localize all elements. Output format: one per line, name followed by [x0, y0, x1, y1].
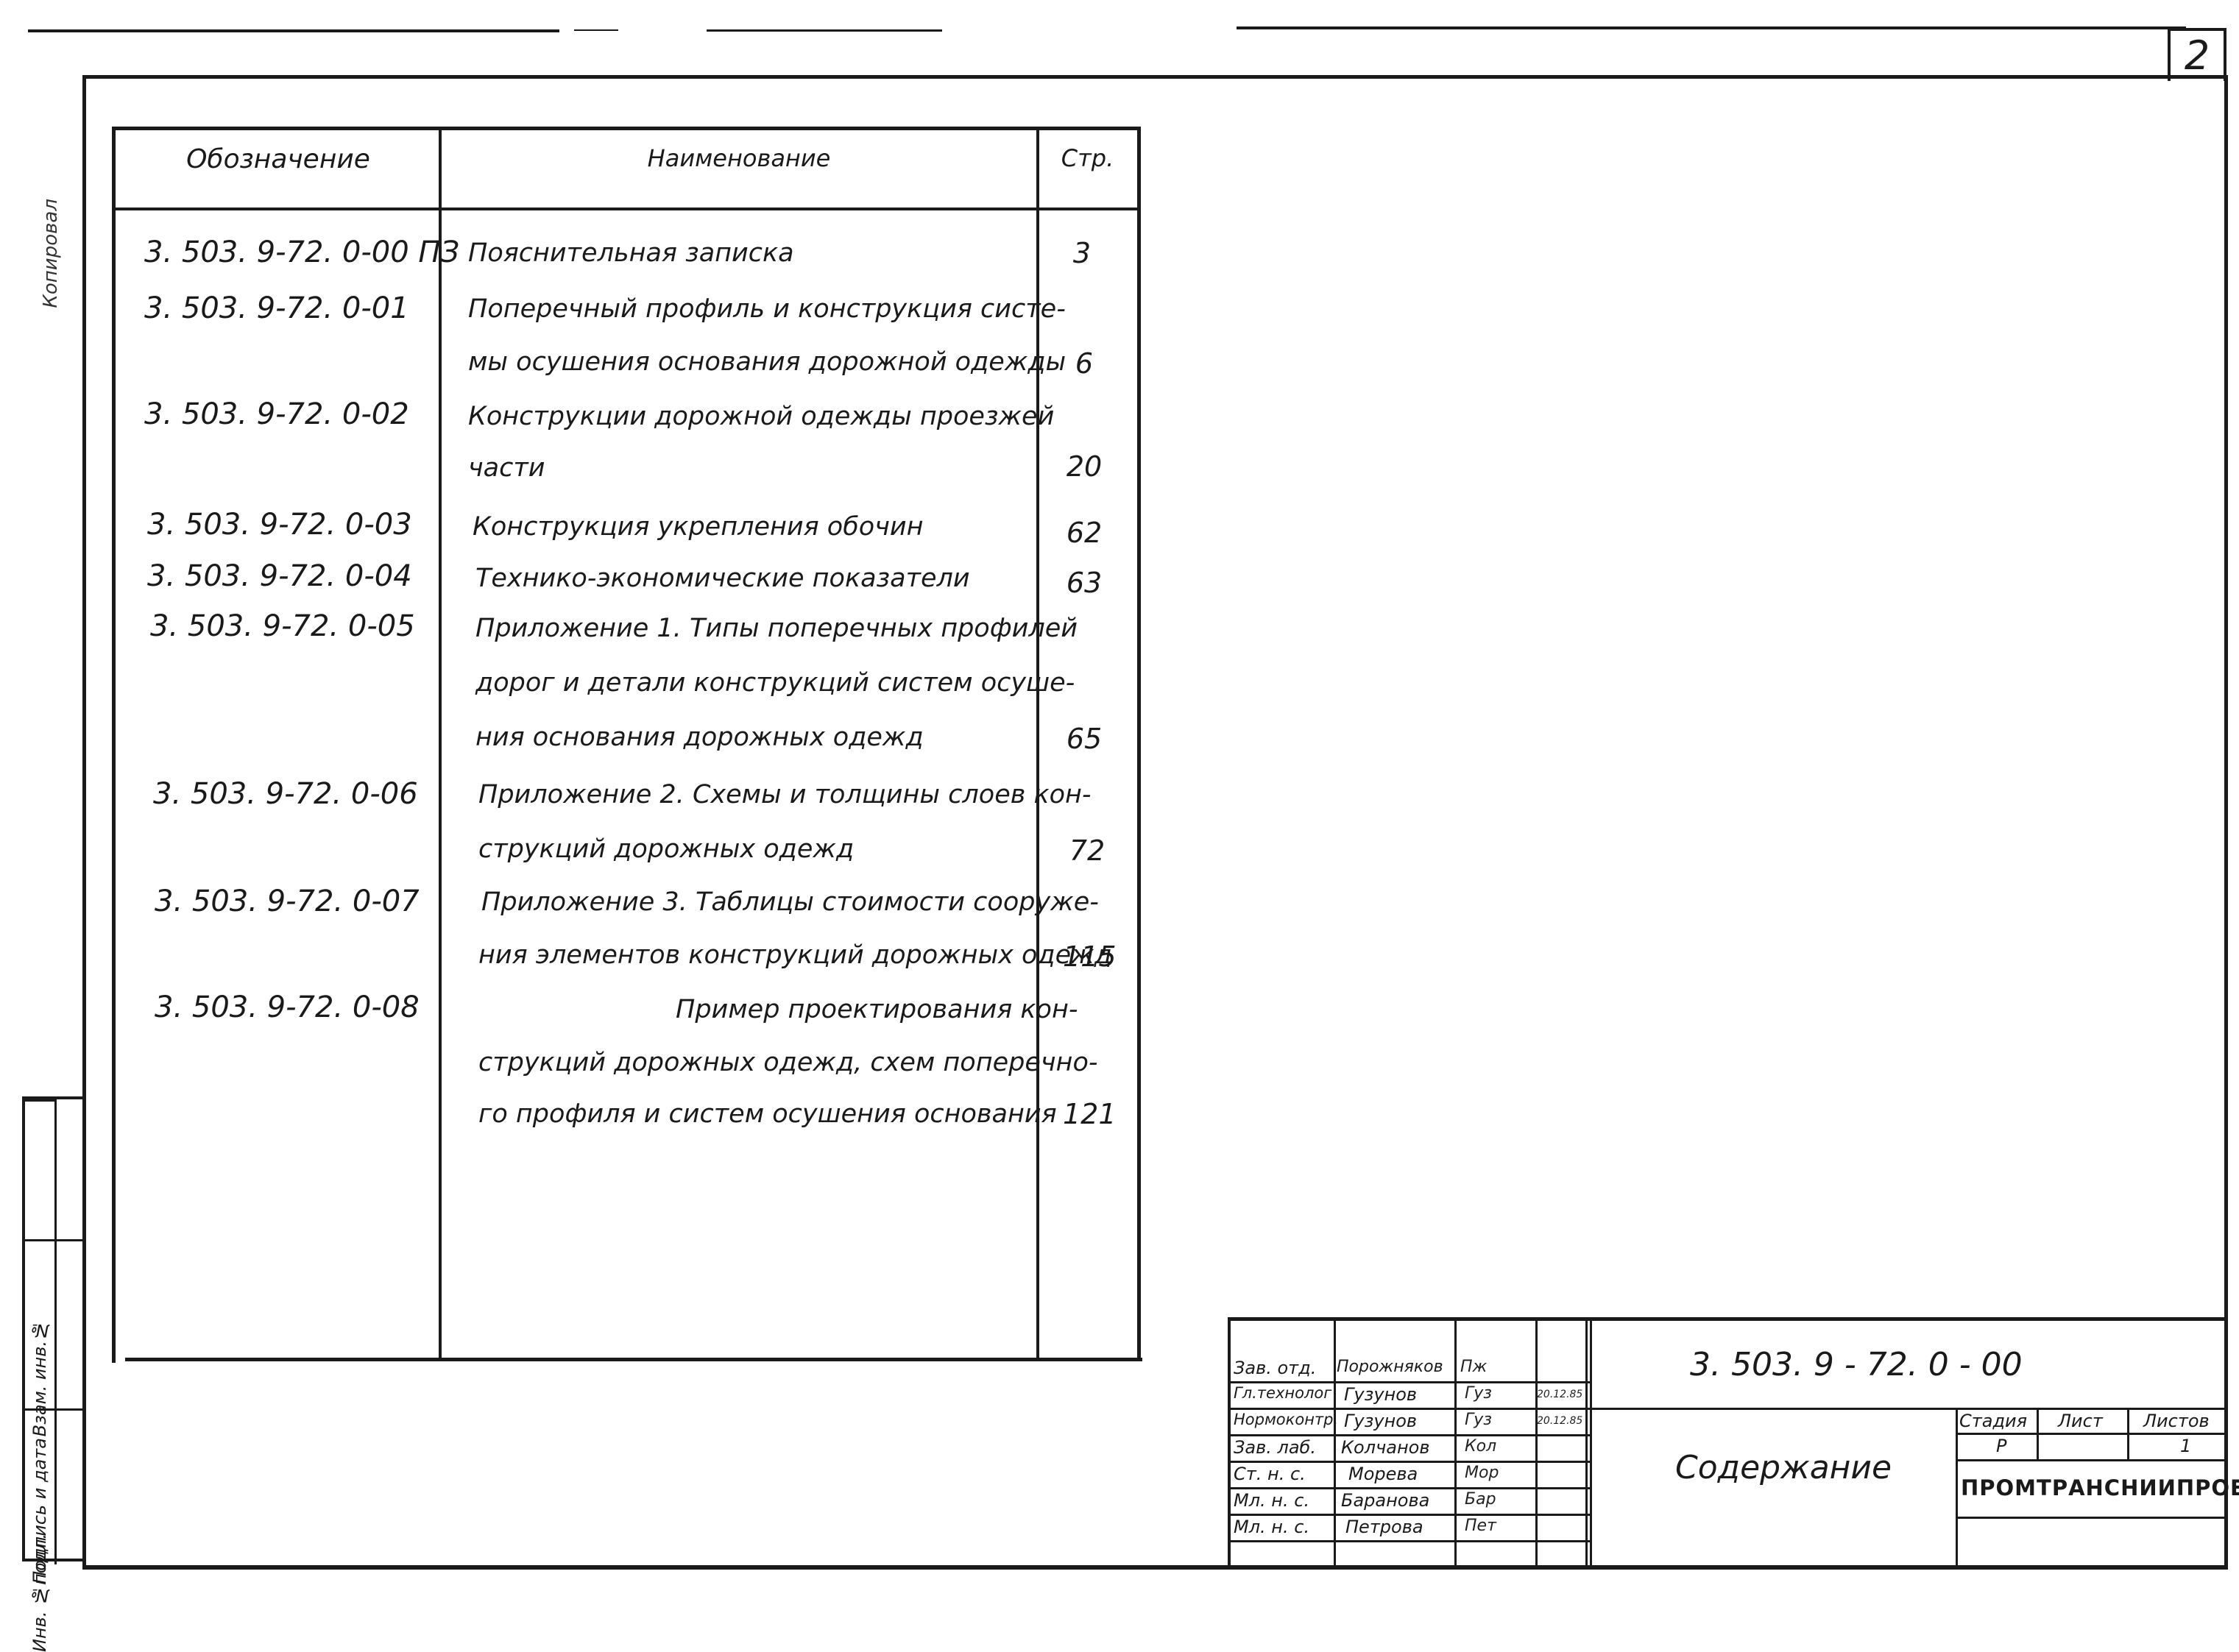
row-7-line-2: струкций дорожных одежд	[478, 834, 855, 864]
person-3-date: 20.12.85	[1537, 1415, 1583, 1427]
row-1-line-1: Пояснительная записка	[468, 238, 794, 268]
row-9-line-1: Пример проектирования кон-	[676, 995, 1078, 1024]
person-6-signature: Бар	[1465, 1490, 1496, 1509]
person-6-role: Мл. н. с.	[1234, 1490, 1310, 1511]
person-3-signature: Гуз	[1465, 1411, 1492, 1429]
row-6-line-2: дорог и детали конструкций систем осуше-	[475, 668, 1075, 698]
header-designation: Обозначение	[186, 144, 370, 174]
row-2-line-2: мы осушения основания дорожной одежды	[468, 347, 1067, 377]
row-1-page: 3	[1072, 237, 1092, 269]
left-margin-text: Копировал	[40, 199, 62, 308]
stage-label: Стадия	[1959, 1411, 2028, 1431]
row-3-code: 3. 503. 9-72. 0-02	[144, 397, 409, 431]
row-4-line-1: Конструкция укрепления обочин	[473, 512, 924, 542]
contents-table-bottom	[125, 1358, 1142, 1361]
contents-col-divider	[1036, 127, 1039, 1359]
person-4-signature: Кол	[1465, 1437, 1497, 1456]
strip-replaced-inv: Взам. инв.№	[29, 1320, 50, 1437]
person-5-name: Морева	[1348, 1464, 1418, 1484]
row-6-page: 65	[1066, 723, 1103, 755]
row-9-code: 3. 503. 9-72. 0-08	[155, 990, 420, 1024]
person-1-role: Зав. отд.	[1234, 1358, 1317, 1378]
person-2-date: 20.12.85	[1537, 1389, 1583, 1400]
row-2-code: 3. 503. 9-72. 0-01	[144, 291, 409, 325]
person-4-name: Колчанов	[1341, 1437, 1430, 1458]
contents-table-right	[1137, 127, 1141, 1359]
top-margin-line	[574, 29, 618, 31]
strip-inv-no: Инв. №подл.	[29, 1534, 50, 1652]
row-9-line-2: струкций дорожных одежд, схем поперечно-	[478, 1048, 1098, 1077]
document-code: 3. 503. 9 - 72. 0 - 00	[1690, 1346, 2023, 1383]
person-1-name: Порожняков	[1337, 1358, 1443, 1376]
person-4-role: Зав. лаб.	[1234, 1437, 1316, 1458]
row-8-line-1: Приложение 3. Таблицы стоимости сооруже-	[481, 887, 1099, 917]
person-7-name: Петрова	[1345, 1517, 1423, 1537]
top-margin-line	[28, 29, 559, 32]
row-5-page: 63	[1066, 567, 1103, 599]
left-strip: Взам. инв.№ Подпись и дата Инв. №подл.	[22, 1096, 84, 1652]
person-5-signature: Мор	[1465, 1464, 1499, 1482]
person-3-role: Нормоконтр.	[1234, 1411, 1339, 1428]
top-margin-line	[1237, 26, 2186, 29]
row-1-code: 3. 503. 9-72. 0-00 ПЗ	[144, 235, 460, 269]
document-title: Содержание	[1675, 1449, 1892, 1486]
organization-name: ПРОМТРАНСНИИПРОЕКТ	[1961, 1475, 2239, 1500]
header-page: Стр.	[1061, 144, 1114, 172]
contents-col-divider	[439, 127, 442, 1359]
row-3-line-1: Конструкции дорожной одежды проезжей	[468, 402, 1055, 431]
person-2-role: Гл.технолог	[1234, 1384, 1332, 1402]
row-4-code: 3. 503. 9-72. 0-03	[147, 508, 412, 542]
stage-value: Р	[1996, 1436, 2007, 1456]
person-3-name: Гузунов	[1344, 1411, 1418, 1431]
person-6-name: Баранова	[1341, 1490, 1430, 1511]
row-7-page: 72	[1069, 834, 1106, 867]
row-5-code: 3. 503. 9-72. 0-04	[147, 559, 412, 593]
top-margin-line	[707, 29, 942, 32]
row-8-line-2: ния элементов конструкций дорожных одежд	[478, 940, 1112, 970]
person-1-signature: Пж	[1460, 1358, 1488, 1376]
row-8-code: 3. 503. 9-72. 0-07	[155, 885, 420, 918]
drawing-frame-left	[82, 75, 86, 1566]
row-7-line-1: Приложение 2. Схемы и толщины слоев кон-	[478, 780, 1092, 809]
person-7-signature: Пет	[1465, 1517, 1496, 1535]
row-3-line-2: части	[468, 453, 545, 483]
person-7-role: Мл. н. с.	[1234, 1517, 1310, 1537]
row-2-page: 6	[1075, 347, 1094, 380]
row-2-line-1: Поперечный профиль и конструкция систе-	[468, 294, 1066, 324]
sheets-value: 1	[2180, 1436, 2192, 1456]
row-9-line-3: го профиля и систем осушения основания	[478, 1099, 1057, 1129]
contents-header-line	[112, 208, 1139, 210]
row-5-line-1: Технико-экономические показатели	[475, 564, 970, 593]
person-2-signature: Гуз	[1465, 1384, 1492, 1403]
person-5-role: Ст. н. с.	[1234, 1464, 1306, 1484]
row-8-page: 115	[1063, 940, 1117, 973]
contents-table	[112, 127, 1140, 1363]
person-2-name: Гузунов	[1344, 1384, 1418, 1405]
row-6-code: 3. 503. 9-72. 0-05	[150, 609, 415, 643]
header-name: Наименование	[647, 144, 831, 172]
drawing-frame	[82, 75, 2228, 1570]
row-9-page: 121	[1063, 1098, 1117, 1130]
row-6-line-3: ния основания дорожных одежд	[475, 723, 924, 752]
row-7-code: 3. 503. 9-72. 0-06	[153, 777, 418, 811]
sheet-number: 2	[2168, 28, 2226, 81]
title-block: Зав. отд. Порожняков Пж Гл.технолог Гузу…	[1228, 1317, 2239, 1565]
row-4-page: 62	[1066, 517, 1103, 549]
sheets-label: Листов	[2143, 1411, 2210, 1431]
row-6-line-1: Приложение 1. Типы поперечных профилей	[475, 614, 1078, 643]
row-3-page: 20	[1066, 450, 1103, 483]
sheet-label: Лист	[2058, 1411, 2103, 1431]
